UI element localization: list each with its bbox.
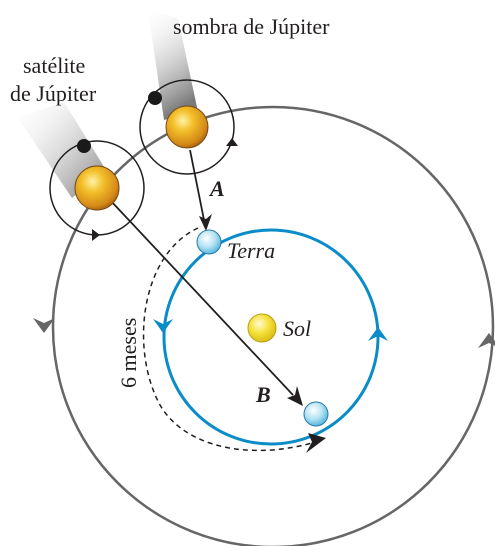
satellite-2: [148, 91, 162, 105]
point-a-label: A: [208, 176, 225, 201]
satellite-1: [77, 139, 91, 153]
satellite-label-line1: satélite: [23, 53, 85, 78]
earth-label: Terra: [227, 238, 275, 263]
shadow-label: sombra de Júpiter: [173, 14, 330, 39]
satellite-orbit-1-arrow-icon: [92, 229, 100, 241]
jupiter-orbit-arrow-left-icon: [33, 318, 55, 333]
line-of-sight-a: [190, 150, 204, 220]
jupiter-2: [166, 106, 208, 148]
sun: [248, 314, 276, 342]
six-months-label: 6 meses: [116, 318, 141, 388]
line-a-arrowhead-icon: [199, 214, 212, 231]
earth-position-a: [197, 230, 221, 254]
line-b-arrowhead-icon: [287, 386, 303, 406]
earth-position-b: [304, 402, 328, 426]
jupiter-1: [75, 166, 119, 210]
point-b-label: B: [255, 382, 271, 407]
earth-orbit-arrow-left-icon: [153, 319, 173, 333]
sun-label: Sol: [283, 316, 311, 341]
satellite-label-line2: de Júpiter: [10, 81, 97, 106]
satellite-orbit-2-arrow-icon: [226, 138, 238, 146]
